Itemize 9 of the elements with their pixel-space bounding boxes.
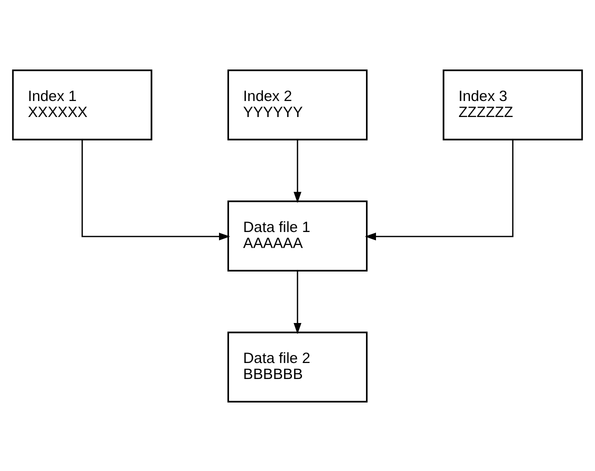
arrow: [82, 139, 230, 240]
node-box: Index 1 XXXXXX: [12, 68, 152, 140]
node-box: Index 2 YYYYYY: [227, 68, 368, 140]
arrow: [294, 139, 302, 202]
node-box: Data file 2 BBBBBB: [227, 331, 368, 402]
node-box: Index 3 ZZZZZZ: [442, 68, 583, 140]
node-box: Data file 1 AAAAAA: [227, 200, 368, 271]
arrow: [294, 270, 302, 334]
arrow: [364, 139, 514, 240]
